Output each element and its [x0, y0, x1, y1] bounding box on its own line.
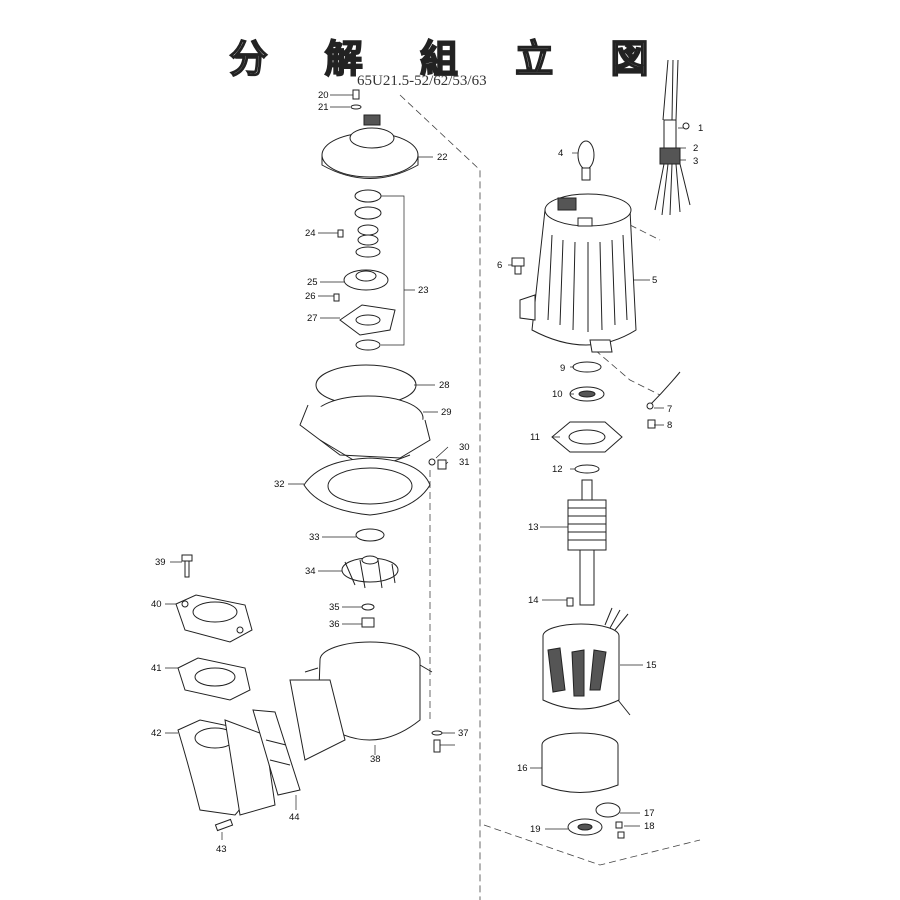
part-bolt-6	[511, 257, 525, 275]
diagram-title: 分 解 組 立 図	[229, 35, 671, 82]
part-label-4: 4	[558, 148, 563, 159]
part-bolt-39	[181, 554, 193, 578]
part-cylinder-16	[541, 732, 619, 793]
part-protector-17	[595, 802, 625, 839]
part-cable-assembly	[654, 59, 691, 216]
part-number-labels: 1 2 3 4 5 6 7 8 9 10 11 12 13 14 15 16 1…	[151, 90, 703, 855]
part-label-44: 44	[289, 812, 300, 823]
part-label-10: 10	[552, 389, 563, 400]
part-ring-33	[355, 528, 385, 542]
part-label-19: 19	[530, 824, 541, 835]
part-bolt-37	[431, 730, 443, 753]
part-top-cover	[321, 114, 419, 179]
part-flange-40	[175, 594, 253, 643]
part-label-29: 29	[441, 407, 452, 418]
part-label-11: 11	[530, 432, 540, 443]
part-label-39: 39	[155, 557, 166, 568]
part-label-3: 3	[693, 156, 698, 167]
part-label-40: 40	[151, 599, 162, 610]
part-plug-30	[428, 458, 447, 470]
part-label-28: 28	[439, 380, 450, 391]
part-label-27: 27	[307, 313, 318, 324]
part-label-12: 12	[552, 464, 563, 475]
part-washer-35	[361, 603, 375, 628]
assembly-guide-line	[399, 94, 481, 900]
part-stator	[542, 607, 631, 716]
part-label-8: 8	[667, 420, 672, 431]
part-label-30: 30	[459, 442, 470, 453]
part-rotor-shaft	[567, 479, 607, 606]
part-screw-26	[333, 293, 340, 302]
part-label-36: 36	[329, 619, 340, 630]
part-screw-24	[337, 229, 344, 238]
part-label-23: 23	[418, 285, 429, 296]
part-label-17: 17	[644, 808, 655, 819]
part-gasket-41	[177, 657, 251, 701]
part-seal-housing-25	[343, 269, 389, 291]
part-bracket-29	[299, 395, 431, 471]
part-label-34: 34	[305, 566, 316, 577]
part-label-26: 26	[305, 291, 316, 302]
part-label-24: 24	[305, 228, 316, 239]
part-label-32: 32	[274, 479, 285, 490]
part-bolt-43	[214, 818, 234, 832]
part-snap-ring-9	[572, 361, 602, 373]
part-elbow-42	[177, 719, 276, 816]
part-label-18: 18	[644, 821, 655, 832]
part-bearing-19	[567, 818, 603, 836]
part-ring-12	[574, 464, 600, 474]
part-label-1: 1	[698, 123, 703, 134]
part-label-13: 13	[528, 522, 539, 533]
part-pump-casing-38	[289, 641, 433, 761]
part-gasket-32	[303, 457, 431, 516]
part-label-42: 42	[151, 728, 162, 739]
part-label-21: 21	[318, 102, 329, 113]
part-label-31: 31	[459, 457, 470, 468]
part-label-9: 9	[560, 363, 565, 374]
part-label-38: 38	[370, 754, 381, 765]
part-bearing-plate-11	[551, 421, 623, 453]
part-earth-wire	[646, 371, 681, 429]
part-label-35: 35	[329, 602, 340, 613]
part-label-6: 6	[497, 260, 502, 271]
part-label-20: 20	[318, 90, 329, 101]
part-label-22: 22	[437, 152, 448, 163]
part-label-25: 25	[307, 277, 318, 288]
part-label-5: 5	[652, 275, 657, 286]
part-label-41: 41	[151, 663, 162, 674]
part-bolt-20	[350, 89, 362, 110]
assembly-guide-line	[483, 824, 701, 866]
part-motor-frame	[519, 193, 637, 353]
leader-lines	[165, 94, 686, 840]
part-label-2: 2	[693, 143, 698, 154]
part-label-14: 14	[528, 595, 539, 606]
part-seal-plate-27	[339, 304, 396, 336]
part-label-16: 16	[517, 763, 528, 774]
part-gasket-44	[252, 709, 301, 796]
part-label-15: 15	[646, 660, 657, 671]
assembly-guide-line	[594, 349, 661, 396]
part-label-33: 33	[309, 532, 320, 543]
assembly-guide-line	[629, 224, 661, 241]
part-bearing-10	[569, 386, 605, 402]
part-eye-bolt	[577, 140, 595, 181]
part-key-14	[566, 597, 574, 607]
part-label-7: 7	[667, 404, 672, 415]
part-label-43: 43	[216, 844, 227, 855]
part-label-37: 37	[458, 728, 469, 739]
model-number: 65U21.5-52/62/53/63	[357, 73, 487, 89]
part-oil-seal	[355, 339, 381, 351]
part-mechanical-seal	[354, 189, 405, 346]
part-impeller-34	[341, 555, 399, 589]
